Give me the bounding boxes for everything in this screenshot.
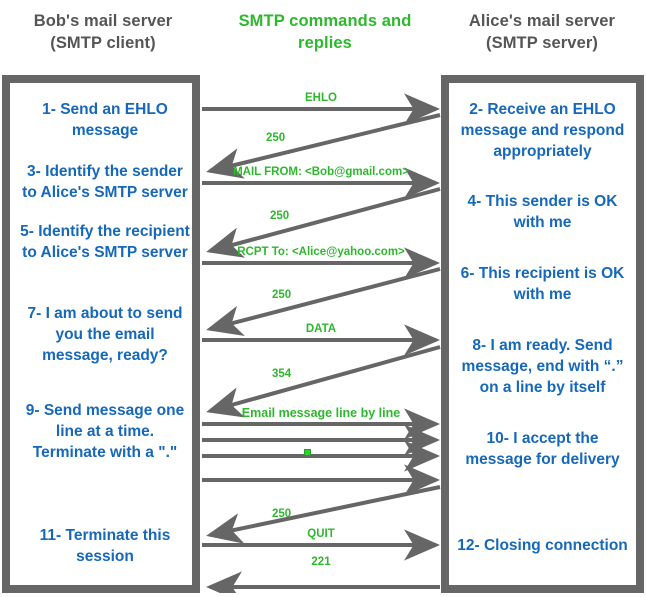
client-step-3: 3- Identify the sender to Alice's SMTP s… [22,163,188,201]
server-heading-line1: Alice's mail server [468,12,616,30]
server-column-heading: Alice's mail server (SMTP server) [444,10,640,54]
server-step-8: 8- I am ready. Send message, end with “.… [461,337,624,396]
arrow-reply-250-c [206,267,441,337]
client-step-7: 7- I am about to send you the email mess… [27,305,183,364]
message-arrow-area: EHLO 250 MAIL FROM: <Bob@gmail.com> 250 … [196,75,446,593]
server-step-2: 2- Receive an EHLO message and respond a… [460,101,625,160]
protocol-column-heading: SMTP commands and replies [214,10,436,54]
protocol-heading-line2: replies [298,34,352,52]
arrow-reply-250-d [206,485,441,544]
client-column-heading: Bob's mail server (SMTP client) [8,10,198,54]
arrow-reply-250-b [206,187,441,258]
server-panel: 2- Receive an EHLO message and respond a… [441,75,644,593]
server-heading-line2: (SMTP server) [486,34,598,52]
protocol-heading-line1: SMTP commands and [238,12,412,30]
client-panel: 1- Send an EHLO message 3- Identify the … [2,75,200,593]
client-heading-line1: Bob's mail server [33,12,173,30]
server-step-6: 6- This recipient is OK with me [460,265,625,303]
client-step-11: 11- Terminate this session [39,527,171,565]
message-terminator-dot-marker [304,449,311,456]
client-heading-line2: (SMTP client) [50,34,156,52]
client-step-5: 5- Identify the recipient to Alice's SMT… [20,223,190,261]
arrow-reply-250-a [206,113,441,179]
client-step-9: 9- Send message one line at a time. Term… [25,402,185,461]
message-arrows-svg [202,93,441,593]
client-step-1: 1- Send an EHLO message [42,101,168,139]
arrow-reply-354 [206,345,441,418]
server-step-4: 4- This sender is OK with me [467,193,618,231]
server-step-10: 10- I accept the message for delivery [465,430,620,468]
server-step-12: 12- Closing connection [457,537,628,554]
